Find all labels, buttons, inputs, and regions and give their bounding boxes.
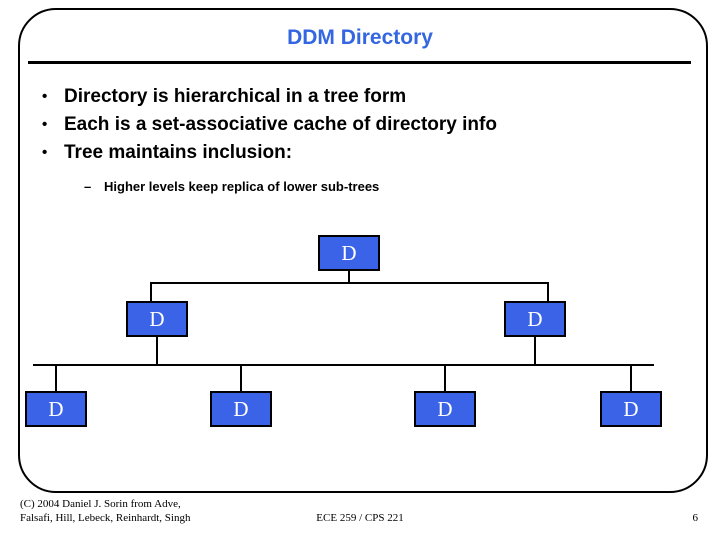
wire-bus2-drop-4	[630, 364, 632, 392]
tree-node-leaf-2[interactable]: D	[210, 391, 272, 427]
footer-copyright: (C) 2004 Daniel J. Sorin from Adve, Fals…	[20, 497, 190, 525]
tree-node-mid-left[interactable]: D	[126, 301, 188, 337]
bullet-list: Directory is hierarchical in a tree form…	[34, 84, 674, 197]
tree-node-label: D	[233, 396, 249, 421]
wire-bus-level1	[150, 282, 549, 284]
tree-node-label: D	[48, 396, 64, 421]
wire-mid-left-stem	[156, 337, 158, 365]
wire-bus2-drop-3	[444, 364, 446, 392]
footer-copyright-line-1: (C) 2004 Daniel J. Sorin from Adve,	[20, 498, 181, 510]
wire-bus-level2	[33, 364, 654, 366]
tree-node-label: D	[623, 396, 639, 421]
bullet-item-3: Tree maintains inclusion:	[34, 140, 674, 165]
wire-bus2-drop-1	[55, 364, 57, 392]
wire-bus1-drop-right	[547, 282, 549, 302]
tree-node-label: D	[527, 306, 543, 331]
tree-node-leaf-3[interactable]: D	[414, 391, 476, 427]
wire-mid-right-stem	[534, 337, 536, 365]
tree-node-label: D	[437, 396, 453, 421]
tree-node-label: D	[341, 240, 357, 265]
page-title: DDM Directory	[287, 26, 433, 49]
footer-copyright-line-2: Falsafi, Hill, Lebeck, Reinhardt, Singh	[20, 512, 191, 524]
wire-bus2-drop-2	[240, 364, 242, 392]
wire-root-stem	[348, 271, 350, 283]
wire-bus1-drop-left	[150, 282, 152, 302]
slide-frame	[18, 8, 708, 493]
tree-node-root[interactable]: D	[318, 235, 380, 271]
tree-node-leaf-4[interactable]: D	[600, 391, 662, 427]
footer-course: ECE 259 / CPS 221	[316, 512, 404, 524]
tree-node-mid-right[interactable]: D	[504, 301, 566, 337]
tree-node-label: D	[149, 306, 165, 331]
title-divider	[28, 61, 691, 64]
bullet-item-3-sub-1: Higher levels keep replica of lower sub-…	[34, 177, 674, 197]
bullet-item-1: Directory is hierarchical in a tree form	[34, 84, 674, 109]
tree-node-leaf-1[interactable]: D	[25, 391, 87, 427]
bullet-item-2: Each is a set-associative cache of direc…	[34, 112, 674, 137]
footer-page-number: 6	[692, 512, 699, 524]
